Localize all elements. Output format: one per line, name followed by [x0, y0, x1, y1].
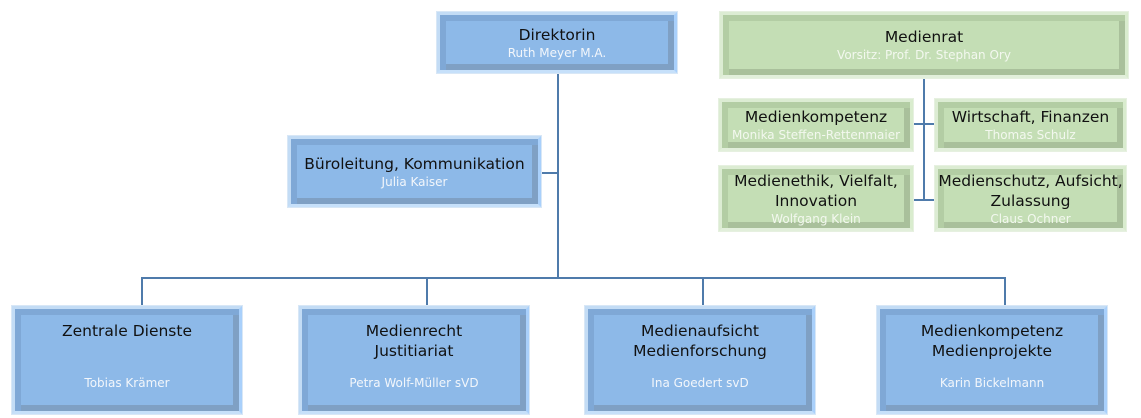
committee-title: Medienethik, Vielfalt, Innovation	[734, 171, 898, 211]
department-head: Ina Goedert svD	[651, 376, 749, 390]
committee-title: Wirtschaft, Finanzen	[951, 108, 1110, 126]
department-title-line: Medienforschung	[633, 342, 767, 360]
department-title: Zentrale Dienste	[62, 322, 192, 340]
committee-head: Monika Steffen-Rettenmaier	[731, 128, 901, 142]
committee-title-line: Medienschutz, Aufsicht,	[938, 171, 1123, 190]
connector-committee-row1	[913, 123, 935, 125]
connector-dept-1	[141, 277, 143, 306]
connector-staff-branch	[541, 172, 558, 174]
council-title: Medienrat	[884, 28, 964, 46]
committee-title-line: Zulassung	[990, 191, 1071, 210]
committee-box[interactable]: Wirtschaft, Finanzen Thomas Schulz	[935, 99, 1126, 151]
committee-box[interactable]: Medienschutz, Aufsicht, Zulassung Claus …	[935, 166, 1126, 231]
department-box[interactable]: Zentrale Dienste Tobias Krämer	[12, 306, 242, 414]
council-chair: Vorsitz: Prof. Dr. Stephan Ory	[837, 48, 1011, 62]
staff-box[interactable]: Büroleitung, Kommunikation Julia Kaiser	[288, 136, 541, 207]
department-title: Medienaufsicht Medienforschung	[633, 321, 767, 361]
department-title-line: Justitiariat	[374, 342, 454, 360]
council-box[interactable]: Medienrat Vorsitz: Prof. Dr. Stephan Ory	[720, 12, 1128, 78]
department-box[interactable]: Medienrecht Justitiariat Petra Wolf-Müll…	[299, 306, 529, 414]
department-box[interactable]: Medienkompetenz Medienprojekte Karin Bic…	[877, 306, 1107, 414]
director-title: Direktorin	[518, 25, 596, 44]
committee-title-line: Innovation	[774, 191, 858, 210]
connector-dept-2	[426, 277, 428, 306]
department-title-line: Medienprojekte	[931, 342, 1053, 360]
connector-dept-3	[702, 277, 704, 306]
committee-box[interactable]: Medienkompetenz Monika Steffen-Rettenmai…	[719, 99, 913, 151]
department-head: Tobias Krämer	[84, 376, 170, 390]
connector-council-trunk	[923, 78, 925, 201]
department-head: Petra Wolf-Müller sVD	[349, 376, 479, 390]
committee-head: Thomas Schulz	[985, 128, 1076, 142]
committee-title: Medienkompetenz	[744, 108, 888, 126]
staff-name: Julia Kaiser	[381, 174, 448, 189]
committee-head: Claus Ochner	[990, 211, 1071, 226]
connector-director-trunk	[557, 73, 559, 279]
director-name: Ruth Meyer M.A.	[507, 45, 607, 60]
connector-committee-row2	[913, 199, 935, 201]
department-title: Medienrecht Justitiariat	[366, 321, 462, 361]
department-box[interactable]: Medienaufsicht Medienforschung Ina Goede…	[585, 306, 815, 414]
department-title-line: Medienaufsicht	[640, 322, 759, 340]
director-box[interactable]: Direktorin Ruth Meyer M.A.	[437, 12, 677, 73]
committee-title-line: Medienethik, Vielfalt,	[734, 171, 898, 190]
department-title: Medienkompetenz Medienprojekte	[921, 321, 1063, 361]
department-title-line: Medienrecht	[365, 322, 463, 340]
department-title-line: Medienkompetenz	[920, 322, 1064, 340]
committee-title: Medienschutz, Aufsicht, Zulassung	[938, 171, 1122, 211]
department-head: Karin Bickelmann	[939, 376, 1045, 390]
committee-box[interactable]: Medienethik, Vielfalt, Innovation Wolfga…	[719, 166, 913, 231]
connector-dept-4	[1004, 277, 1006, 306]
staff-title: Büroleitung, Kommunikation	[304, 154, 525, 173]
committee-head: Wolfgang Klein	[771, 211, 861, 226]
connector-department-bus	[141, 277, 1006, 279]
